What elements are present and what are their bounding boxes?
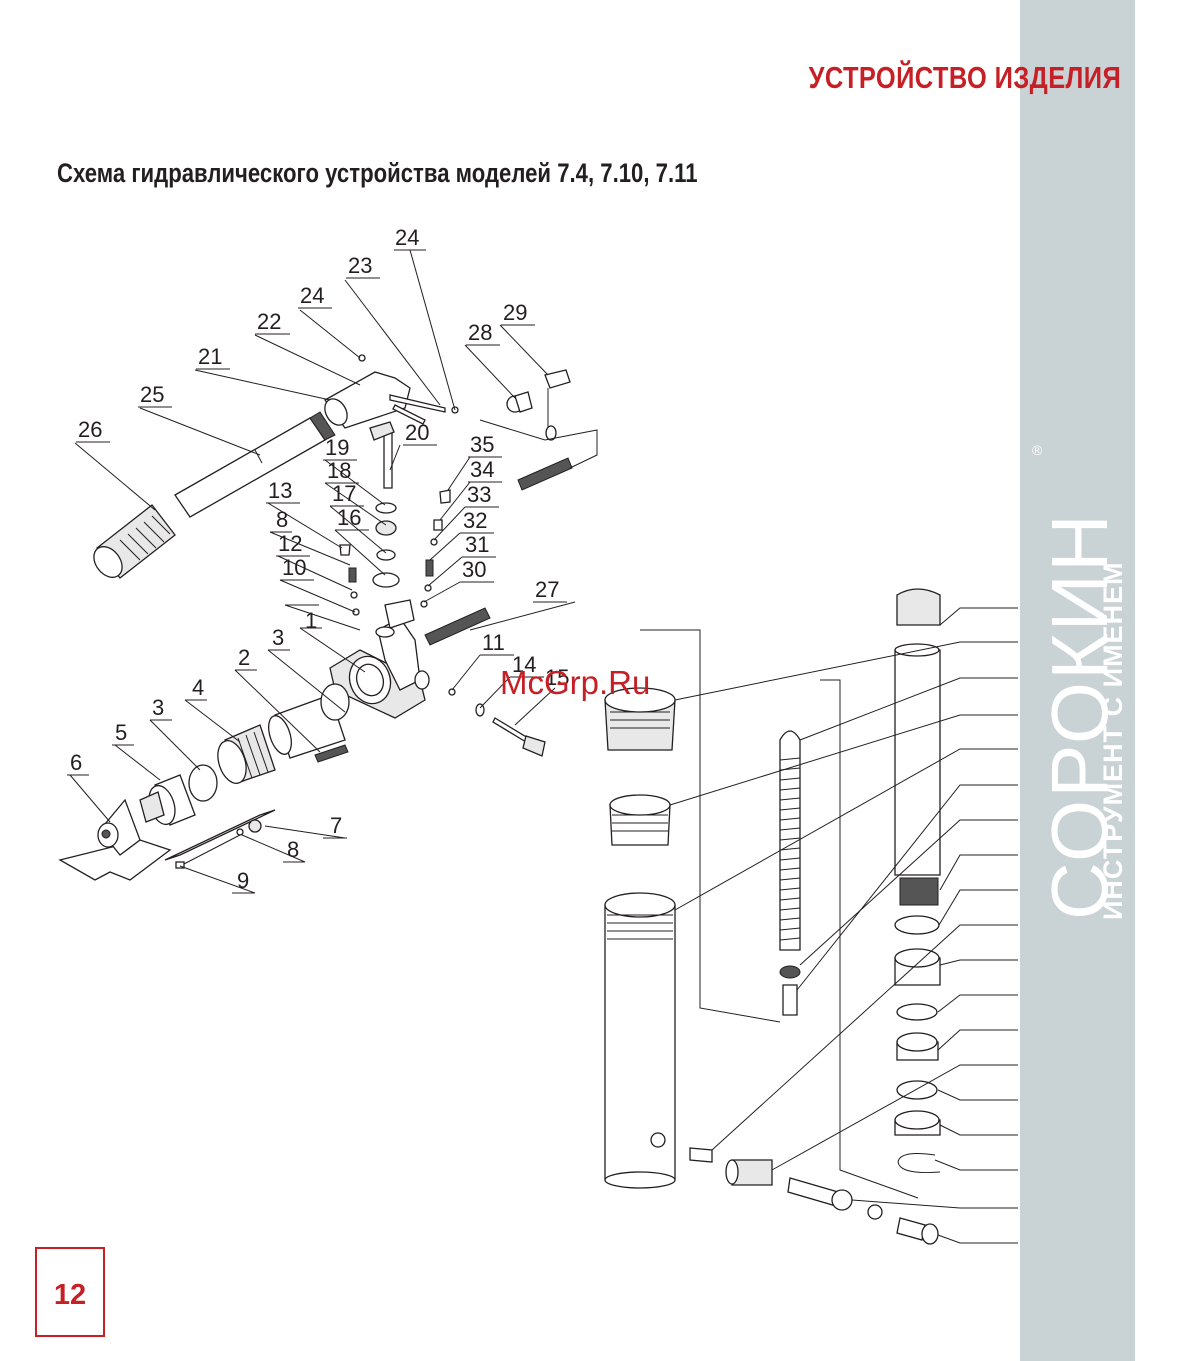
callout-24: 24 bbox=[300, 283, 324, 308]
callout-8-bottom: 8 bbox=[287, 837, 299, 862]
part-hydraulic-tube bbox=[425, 458, 572, 645]
callout-35: 35 bbox=[470, 432, 494, 457]
part-oring-left bbox=[189, 765, 217, 801]
part-cylinder bbox=[605, 893, 675, 1188]
part-handle-tube bbox=[175, 412, 335, 517]
callout-1: 1 bbox=[305, 608, 317, 633]
callout-3-right: 3 bbox=[272, 625, 284, 650]
callout-21: 21 bbox=[198, 344, 222, 369]
leader-lines-left bbox=[70, 250, 575, 893]
callout-2: 2 bbox=[238, 645, 250, 670]
callout-13: 13 bbox=[268, 478, 292, 503]
part-bottom-valves bbox=[690, 1148, 938, 1244]
page-number: 12 bbox=[37, 1279, 103, 1312]
callout-9: 9 bbox=[237, 868, 249, 893]
callout-27: 27 bbox=[535, 577, 559, 602]
callout-4: 4 bbox=[192, 675, 204, 700]
part-lever-head bbox=[320, 355, 458, 429]
callout-8-top: 8 bbox=[276, 507, 288, 532]
leader-lines-right bbox=[670, 608, 1018, 1243]
callout-6: 6 bbox=[70, 750, 82, 775]
callout-19: 19 bbox=[325, 435, 349, 460]
callout-11: 11 bbox=[482, 630, 505, 655]
callout-28: 28 bbox=[468, 320, 492, 345]
watermark: McGrp.Ru bbox=[500, 664, 650, 702]
callout-26: 26 bbox=[78, 417, 102, 442]
callout-25: 25 bbox=[140, 382, 164, 407]
page-number-box: 12 bbox=[35, 1247, 105, 1337]
callout-17: 17 bbox=[332, 481, 356, 506]
callout-34: 34 bbox=[470, 457, 494, 482]
callout-33: 33 bbox=[467, 482, 491, 507]
part-release-valve bbox=[480, 370, 597, 468]
callout-31: 31 bbox=[465, 532, 489, 557]
part-piston bbox=[140, 775, 195, 828]
callout-30: 30 bbox=[462, 557, 486, 582]
part-threaded-sleeve bbox=[213, 725, 275, 787]
part-plunger-pin bbox=[370, 422, 394, 488]
part-threaded-ring bbox=[610, 795, 670, 845]
part-ram-seals bbox=[895, 916, 940, 1173]
part-screw-rod bbox=[780, 731, 800, 1015]
part-valve-small-left bbox=[340, 545, 359, 615]
callout-24-top: 24 bbox=[395, 225, 419, 250]
callout-7: 7 bbox=[330, 813, 342, 838]
callout-32: 32 bbox=[463, 508, 487, 533]
callout-5: 5 bbox=[115, 720, 127, 745]
callout-23: 23 bbox=[348, 253, 372, 278]
callout-3-left: 3 bbox=[152, 695, 164, 720]
callout-29: 29 bbox=[503, 300, 527, 325]
callout-10: 10 bbox=[282, 555, 306, 580]
callout-18: 18 bbox=[327, 458, 351, 483]
callout-22: 22 bbox=[257, 309, 281, 334]
part-handle-grip bbox=[88, 505, 175, 583]
callout-20: 20 bbox=[405, 420, 429, 445]
callout-16: 16 bbox=[337, 505, 361, 530]
part-oring-right bbox=[321, 684, 349, 720]
callout-12: 12 bbox=[278, 531, 302, 556]
